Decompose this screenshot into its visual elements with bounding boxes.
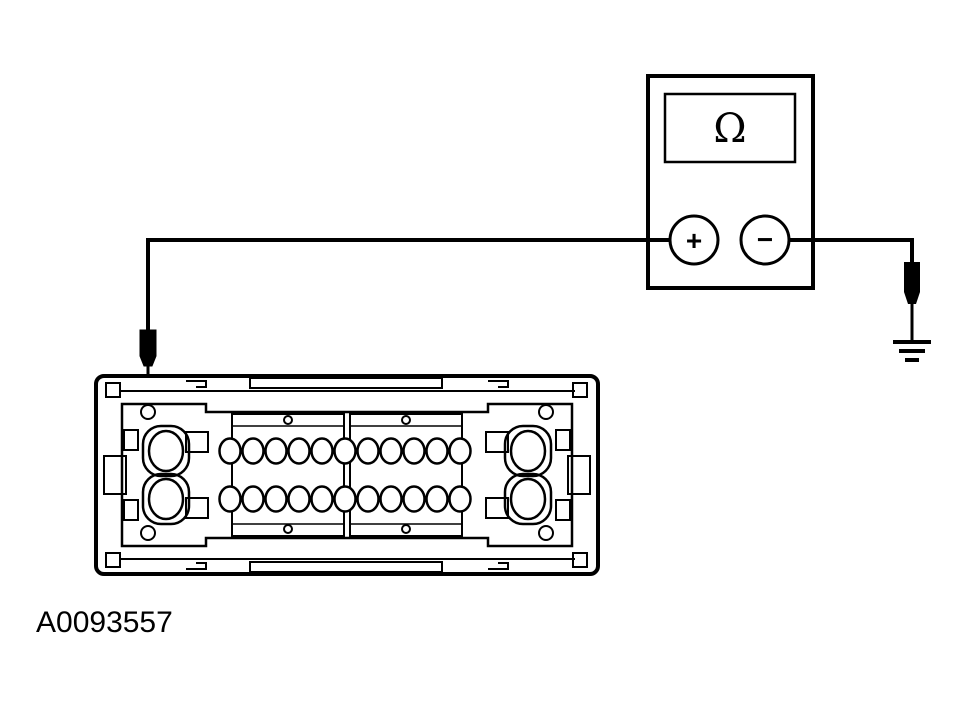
signal-pin-cavity	[333, 437, 357, 465]
signal-pin-cavity	[310, 485, 334, 513]
upper-pin-row	[218, 437, 472, 465]
signal-pin-cavity	[241, 437, 265, 465]
figure-id-label: A0093557	[36, 606, 173, 639]
ohm-symbol: Ω	[713, 106, 746, 152]
signal-pin-cavity	[287, 437, 311, 465]
signal-pin-cavity	[356, 485, 380, 513]
negative-terminal-label: −	[757, 224, 773, 255]
signal-pin-cavity	[264, 437, 288, 465]
signal-pin-cavity	[448, 437, 472, 465]
signal-pin-cavity	[448, 485, 472, 513]
signal-pin-cavity	[425, 485, 449, 513]
signal-pin-cavity	[241, 485, 265, 513]
signal-pin-cavity	[218, 437, 242, 465]
large-pin-cavity	[141, 472, 191, 526]
multimeter: Ω + −	[646, 74, 815, 290]
negative-test-lead	[789, 238, 931, 362]
signal-pin-cavity	[333, 485, 357, 513]
signal-pin-cavity	[218, 485, 242, 513]
signal-pin-cavity	[379, 437, 403, 465]
large-pin-cavity	[503, 472, 553, 526]
signal-pin-cavity	[264, 485, 288, 513]
test-probe-icon	[904, 262, 920, 342]
positive-terminal-label: +	[686, 225, 702, 256]
connector	[94, 374, 600, 576]
connector-housing	[94, 374, 600, 576]
signal-pin-cavity	[356, 437, 380, 465]
signal-pin-cavity	[402, 485, 426, 513]
ground-symbol-icon	[893, 340, 931, 362]
signal-pin-cavity	[379, 485, 403, 513]
signal-pin-cavity	[425, 437, 449, 465]
multimeter-display	[663, 92, 797, 164]
signal-pin-cavity	[287, 485, 311, 513]
large-pin-cavity	[141, 424, 191, 478]
signal-pin-cavity	[310, 437, 334, 465]
large-pin-cavity	[503, 424, 553, 478]
signal-pin-cavity	[402, 437, 426, 465]
lower-pin-row	[218, 485, 472, 513]
